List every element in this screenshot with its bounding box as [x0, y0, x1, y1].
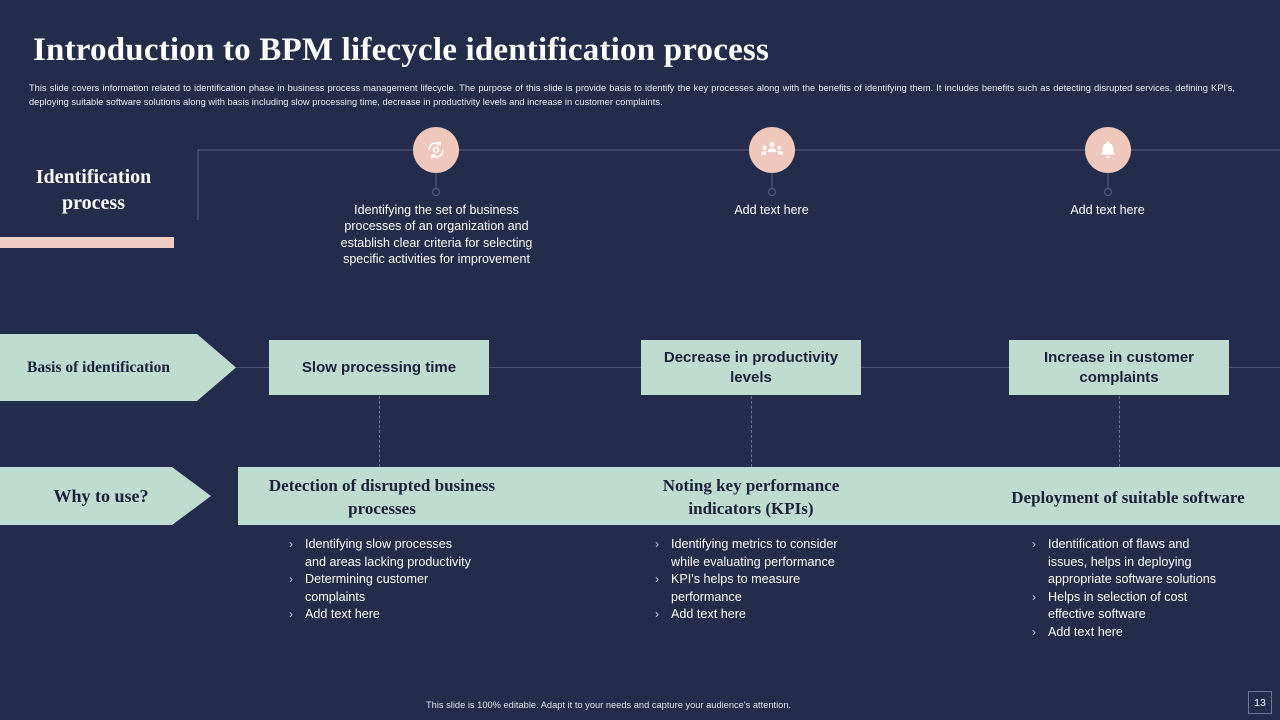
people-group-icon	[749, 127, 795, 173]
why-heading-2: Noting key performance indicators (KPIs)	[662, 476, 840, 518]
basis-of-identification-chevron: Basis of identification	[0, 334, 236, 401]
basis-why-connector-3	[1119, 396, 1120, 467]
why-to-use-label: Why to use?	[53, 485, 149, 506]
chevron-right-icon: ›	[1032, 537, 1036, 551]
basis-why-connector-2	[751, 396, 752, 467]
basis-why-connector-1	[379, 396, 380, 467]
chevron-right-icon: ›	[1032, 589, 1036, 604]
node-text-2: Add text here	[734, 203, 809, 217]
list-item: › Add text here	[1032, 624, 1232, 642]
chevron-right-icon: ›	[289, 572, 293, 587]
node-text-1: Identifying the set of business processe…	[340, 203, 533, 266]
basis-connector-line-4	[1228, 367, 1280, 368]
list-item: › Determining customer complaints	[289, 572, 429, 604]
chevron-right-icon: ›	[289, 537, 293, 551]
why-heading-3: Deployment of suitable software	[1011, 487, 1245, 507]
basis-connector-line-2	[489, 367, 642, 368]
slide-description: This slide covers information related to…	[29, 83, 1235, 107]
list-item: › Identification of flaws and issues, he…	[1032, 537, 1217, 587]
basis-connector-line-3	[861, 367, 1011, 368]
list-item: › Identifying metrics to consider while …	[655, 537, 838, 569]
chevron-right-icon: ›	[1032, 624, 1036, 639]
identification-process-label: Identification process	[35, 166, 152, 214]
list-item: › Identifying slow processes and areas l…	[289, 537, 471, 569]
chevron-right-icon: ›	[655, 607, 659, 622]
list-item: › KPI's helps to measure performance	[655, 572, 801, 604]
basis-label: Basis of identification	[27, 358, 170, 376]
list-item: › Helps in selection of cost effective s…	[1032, 589, 1188, 622]
basis-box-1[interactable]: Slow processing time	[269, 340, 489, 395]
page-title: Introduction to BPM lifecycle identifica…	[33, 32, 770, 68]
list-item: › Add text here	[289, 606, 474, 624]
page-number-badge: 13	[1248, 691, 1272, 714]
bullet-column-2: › Identifying metrics to consider while …	[655, 536, 850, 624]
chevron-right-icon: ›	[655, 572, 659, 587]
list-item: › Add text here	[655, 606, 850, 624]
footer-note: This slide is 100% editable. Adapt it to…	[426, 700, 792, 710]
node-text-3: Add text here	[1070, 203, 1145, 217]
gear-cycle-icon	[413, 127, 459, 173]
why-heading-1: Detection of disrupted business processe…	[268, 476, 496, 518]
bullet-column-3: › Identification of flaws and issues, he…	[1032, 536, 1232, 642]
bullet-column-1: › Identifying slow processes and areas l…	[289, 536, 474, 624]
chevron-right-icon: ›	[655, 537, 659, 551]
chevron-right-icon: ›	[289, 607, 293, 622]
basis-connector-line-1	[236, 367, 271, 368]
bell-alert-icon	[1085, 127, 1131, 173]
basis-box-3[interactable]: Increase in customer complaints	[1009, 340, 1229, 395]
identification-accent-bar	[0, 237, 174, 248]
basis-box-2[interactable]: Decrease in productivity levels	[641, 340, 861, 395]
